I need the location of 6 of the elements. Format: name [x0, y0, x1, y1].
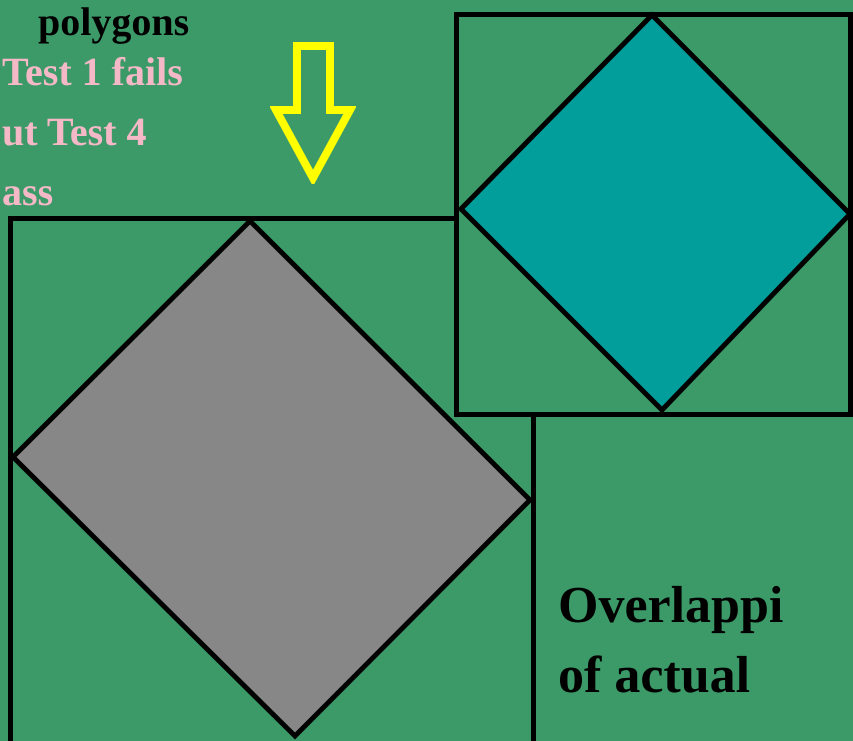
heading-text: Overlappi — [558, 580, 784, 632]
note-text: Test 1 fails — [2, 52, 183, 92]
heading-text: polygons — [38, 2, 190, 42]
note-text: ut Test 4 — [2, 112, 146, 152]
note-text: ass — [2, 172, 54, 212]
heading-text: of actual — [558, 650, 750, 702]
